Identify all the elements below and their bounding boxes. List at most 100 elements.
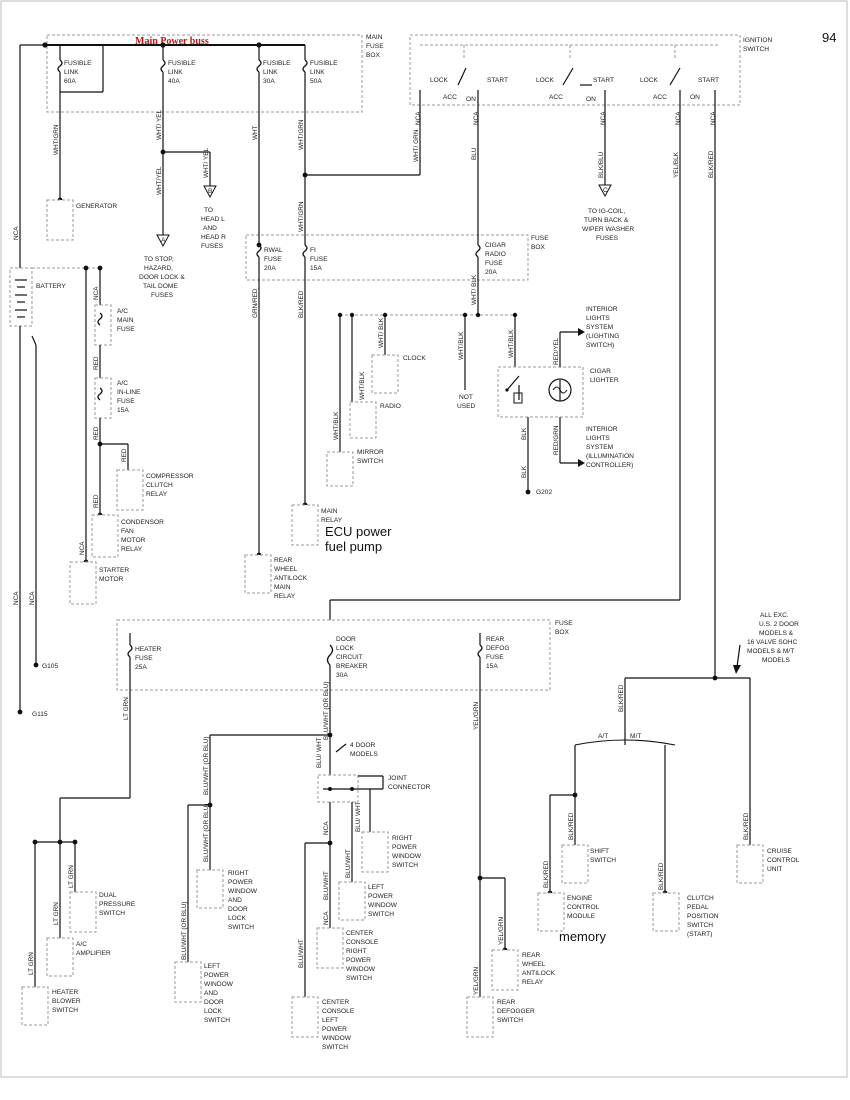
- lpw-switch-l4: SWITCH: [368, 911, 394, 918]
- main-relay-l1: MAIN: [321, 508, 338, 515]
- lpw-door-l1: LEFT: [204, 963, 220, 970]
- rpw-door-l1: RIGHT: [228, 870, 249, 877]
- wire-blu: BLU: [471, 147, 478, 160]
- wire-lt-grn-dual: LT GRN: [68, 865, 75, 888]
- wire-yel-grn-rwal: YEL/GRN: [498, 917, 505, 945]
- wire-red-3: RED: [121, 448, 128, 462]
- lpw-door-l4: AND: [204, 990, 218, 997]
- wire-wht-grn-fi-top: WHT/GRN: [298, 119, 305, 150]
- cc-left-l4: POWER: [322, 1026, 347, 1033]
- door-cb-l4: BREAKER: [336, 663, 368, 670]
- rw-main-relay-l5: RELAY: [274, 593, 296, 600]
- wire-wht-blk-clock: WHT/ BLK: [378, 317, 385, 348]
- ign1-lock: LOCK: [430, 77, 449, 84]
- wire-wht-blk-radio: WHT/BLK: [359, 371, 366, 400]
- to-b-l3: AND: [203, 225, 217, 232]
- cruise-l1: CRUISE: [767, 848, 793, 855]
- ign1-acc: ACC: [443, 94, 457, 101]
- four-door-l2: MODELS: [350, 751, 378, 758]
- link-60a-l1: FUSIBLE: [64, 60, 92, 67]
- lpw-switch-l1: LEFT: [368, 884, 384, 891]
- wire-red-1: RED: [93, 356, 100, 370]
- wire-blk-red-clutch: BLK/RED: [658, 862, 665, 890]
- wire-wht-blk-mirror: WHT/BLK: [333, 411, 340, 440]
- g105-label: G105: [42, 663, 58, 670]
- wire-wht: WHT: [252, 125, 259, 140]
- ign2-lock: LOCK: [536, 77, 555, 84]
- ecm-l3: MODULE: [567, 913, 596, 920]
- wire-nca-acmain: NCA: [93, 286, 100, 300]
- all-exc-l2: U.S. 2 DOOR: [759, 621, 799, 628]
- compressor-relay-l1: COMPRESSOR: [146, 473, 194, 480]
- four-door-l1: 4 DOOR: [350, 742, 376, 749]
- wire-nca-ccr: NCA: [323, 911, 330, 925]
- main-power-buss-label: Main Power buss: [135, 36, 209, 47]
- cigar-lighter-l2: LIGHTER: [590, 377, 619, 384]
- cigar-l2: RADIO: [485, 251, 506, 258]
- rwal-l3: 20A: [264, 265, 276, 272]
- ac-inline-l1: A/C: [117, 380, 128, 387]
- blk-red-branch: BLK/RED ALL EXC. U.S. 2 DOOR MODELS & 16…: [537, 145, 800, 944]
- shift-switch-l2: SWITCH: [590, 857, 616, 864]
- link-60a-l2: LINK: [64, 69, 79, 76]
- door-lock-branch: BLU/WHT (OR BLU) BLU/WHT (OR BLU) BLU/WH…: [174, 732, 431, 1051]
- rw-main-relay-l4: MAIN: [274, 584, 291, 591]
- to-b-l2: HEAD L: [201, 216, 225, 223]
- fi-l2: FUSE: [310, 256, 328, 263]
- int-light-l3: SYSTEM: [586, 324, 613, 331]
- wire-wht-grn-gen: WHT/GRN: [53, 124, 60, 155]
- int-illum-l2: LIGHTS: [586, 435, 610, 442]
- wire-red-4: RED: [93, 494, 100, 508]
- battery-circuit: NCA BATTERY NCA NCA G105 G115 WHT/GRN GE…: [9, 44, 194, 718]
- rpw-switch-l4: SWITCH: [392, 862, 418, 869]
- fuse-box-lower: FUSE BOX HEATER FUSE 25A LT GRN DOOR LOC…: [116, 619, 573, 997]
- dual-pressure-l1: DUAL: [99, 892, 117, 899]
- rpw-switch-l2: POWER: [392, 844, 417, 851]
- wire-nca-batt: NCA: [13, 226, 20, 240]
- door-cb-l3: CIRCUIT: [336, 654, 363, 661]
- starter-l1: STARTER: [99, 567, 129, 574]
- wire-red-grn: RED/GRN: [553, 425, 560, 455]
- compressor-relay-l2: CLUTCH: [146, 482, 173, 489]
- int-light-l5: SWITCH): [586, 342, 614, 349]
- wire-blu-wht-rpw: BLU/WHT (OR BLU): [203, 737, 210, 795]
- clutch-l5: (START): [687, 931, 712, 938]
- accessory-circuit: WHT/BLK MIRROR SWITCH WHT/BLK RADIO WHT/…: [326, 306, 634, 496]
- ecu-note-l1: ECU power: [325, 524, 392, 539]
- fuse-box-lower-title-2: BOX: [555, 629, 570, 636]
- condensor-relay-l1: CONDENSOR: [121, 519, 164, 526]
- wire-blu-wht-rpw2: BLU/WHT (OR BLU): [203, 804, 210, 862]
- wire-blu-wht-4d-1: BLU/ WHT: [316, 737, 323, 768]
- ign-pin-nca-2: NCA: [473, 111, 480, 125]
- to-b-l4: HEAD R: [201, 234, 226, 241]
- condensor-relay-l3: MOTOR: [121, 537, 146, 544]
- rear-defog-l4: 15A: [486, 663, 498, 670]
- wire-blk-1: BLK: [521, 427, 528, 440]
- heater-blower-l3: SWITCH: [52, 1007, 78, 1014]
- ign3-lock: LOCK: [640, 77, 659, 84]
- rwa-relay-l3: ANTILOCK: [522, 970, 556, 977]
- ign-pin-nca-3: NCA: [600, 111, 607, 125]
- ign-pin-nca-4: NCA: [675, 111, 682, 125]
- wire-yel-grn-main: YEL/GRN: [473, 702, 480, 730]
- rpw-door-l5: DOOR: [228, 906, 248, 913]
- lpw-door-l2: POWER: [204, 972, 229, 979]
- dual-pressure-l2: PRESSURE: [99, 901, 136, 908]
- radio-label: RADIO: [380, 403, 401, 410]
- wire-blu-wht-rpws: BLU/ WHT: [355, 801, 362, 832]
- cigar-lighter-l1: CIGAR: [590, 368, 611, 375]
- link-30a-l1: FUSIBLE: [263, 60, 291, 67]
- lpw-door-l5: DOOR: [204, 999, 224, 1006]
- main-fuse-box-title-2: FUSE: [366, 43, 384, 50]
- wire-lt-grn-blower: LT GRN: [28, 952, 35, 975]
- wire-blu-wht-ccl: BLU/WHT: [298, 939, 305, 968]
- wire-lt-grn-amp: LT GRN: [53, 902, 60, 925]
- link-30a-l2: LINK: [263, 69, 278, 76]
- wire-blu-wht-lpws: BLU/WHT: [345, 849, 352, 878]
- fuse-box-upper-title-1: FUSE: [531, 235, 549, 242]
- door-cb-l2: LOCK: [336, 645, 355, 652]
- cc-right-l4: POWER: [346, 957, 371, 964]
- ignition-switch: IGNITION SWITCH LOCK START ACC ON LOCK S…: [409, 34, 773, 145]
- at-label: A/T: [598, 733, 608, 740]
- wire-grn-red: GRN/RED: [252, 288, 259, 318]
